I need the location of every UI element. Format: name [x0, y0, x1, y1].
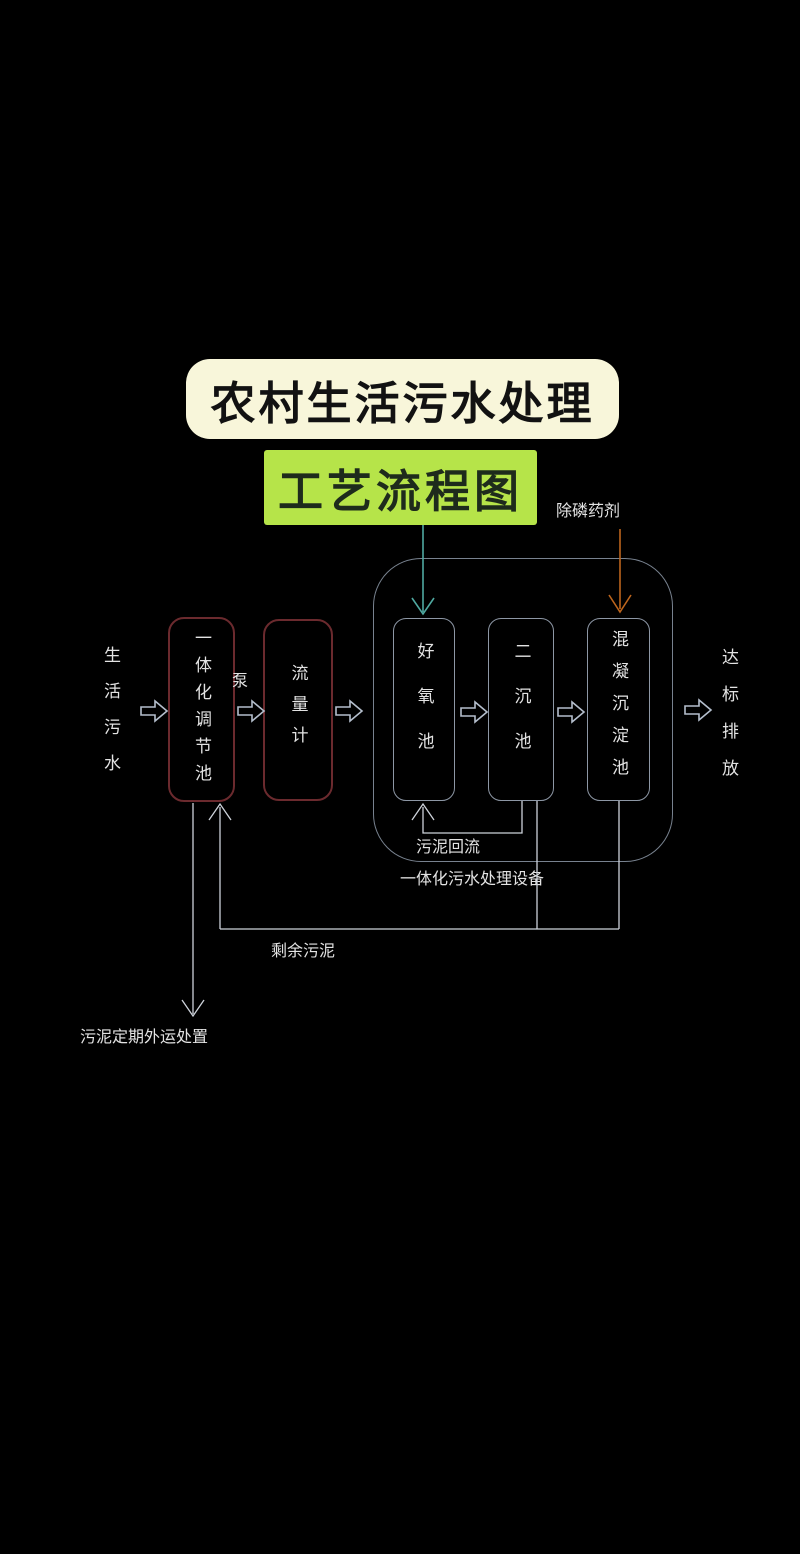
integrated-unit-container — [373, 558, 673, 862]
tank-aerobic-label: 好氧池 — [413, 642, 434, 777]
sludge-disposal-line — [181, 803, 205, 1018]
influent-arrow-icon — [140, 699, 169, 723]
tank-regulating: 一体化调节池 — [168, 617, 235, 802]
tank-secondary-sedimentation: 二沉池 — [488, 618, 554, 801]
integrated-unit-label: 一体化污水处理设备 — [400, 869, 545, 888]
tank-coagulation-sedimentation: 混凝沉淀池 — [587, 618, 650, 801]
page-title: 农村生活污水处理 — [210, 376, 595, 430]
tank-regulating-label: 一体化调节池 — [191, 628, 211, 791]
title-banner: 农村生活污水处理 — [186, 359, 619, 439]
pump-label: 泵 — [232, 671, 249, 690]
excess-sludge-label: 剩余污泥 — [271, 941, 336, 960]
subtitle-banner: 工艺流程图 — [264, 450, 537, 525]
pump-arrow-icon — [237, 699, 266, 723]
influent-label: 生活污水 — [100, 646, 120, 790]
tank-flowmeter-label: 流量计 — [287, 663, 308, 757]
effluent-label: 达标排放 — [718, 648, 738, 796]
tank-secondary-sedimentation-label: 二沉池 — [510, 642, 531, 777]
tank-aerobic: 好氧池 — [393, 618, 455, 801]
sludge-disposal-label: 污泥定期外运处置 — [80, 1027, 209, 1046]
dosing-label: 除磷药剂 — [556, 501, 621, 520]
effluent-arrow-icon — [684, 698, 713, 722]
tank-coagulation-sedimentation-label: 混凝沉淀池 — [608, 629, 628, 790]
page-subtitle: 工艺流程图 — [277, 465, 523, 518]
flowmeter-outlet-arrow-icon — [335, 699, 364, 723]
sludge-return-label: 污泥回流 — [416, 837, 481, 856]
tank-flowmeter: 流量计 — [263, 619, 333, 801]
